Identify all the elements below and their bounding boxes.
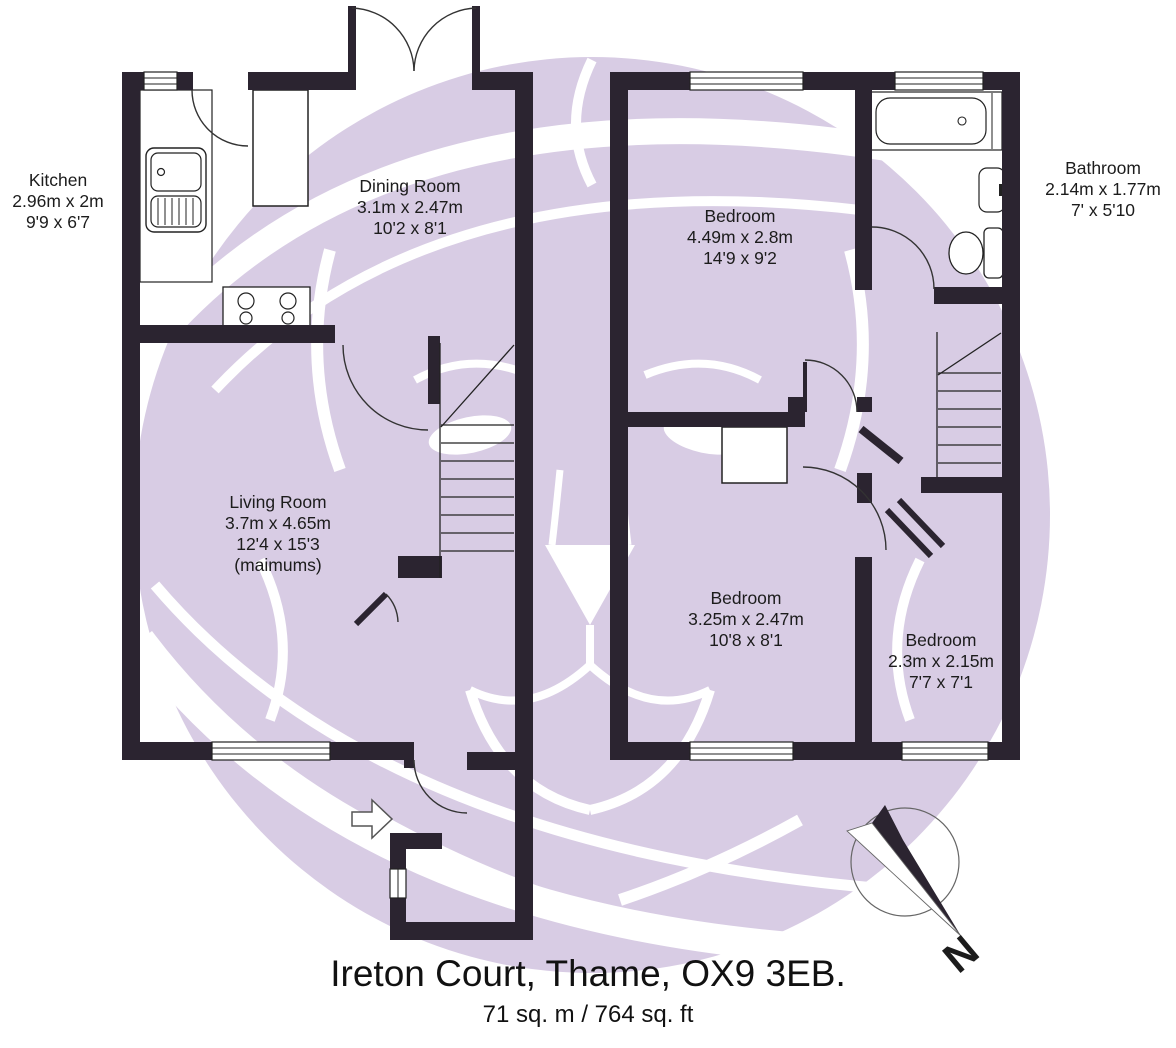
room-dim-metric: 3.1m x 2.47m <box>356 197 464 217</box>
bedroom-front-window <box>689 71 804 91</box>
room-label-bedroom-1: Bedroom 4.49m x 2.8m 14'9 x 9'2 <box>660 206 820 269</box>
understairs-door <box>353 591 399 627</box>
entrance-arrow-icon <box>351 798 394 840</box>
plan-area: 71 sq. m / 764 sq. ft <box>482 1001 694 1028</box>
bathroom-door <box>871 226 935 290</box>
room-dim-imperial: 7' x 5'10 <box>1070 200 1136 220</box>
plan-address: Ireton Court, Thame, OX9 3EB. <box>330 953 846 994</box>
living-room-window <box>211 741 331 761</box>
room-label-living-room: Living Room 3.7m x 4.65m 12'4 x 15'3 (ma… <box>198 492 358 576</box>
room-dim-metric: 3.7m x 4.65m <box>224 513 332 533</box>
compass-needle-dark <box>872 805 961 936</box>
room-name: Living Room <box>229 492 327 512</box>
front-door <box>413 759 468 814</box>
room-dim-imperial: 9'9 x 6'7 <box>25 212 91 232</box>
french-doors <box>351 7 477 72</box>
bedroom-cupboard <box>721 426 788 484</box>
room-dim-imperial: 12'4 x 15'3 <box>236 534 320 554</box>
bedroom-rear-window-left <box>689 741 794 761</box>
bath <box>867 91 1003 151</box>
bedroom-rear-window-right <box>901 741 989 761</box>
kitchen-hob <box>222 286 311 328</box>
room-name: Bedroom <box>704 206 776 226</box>
compass-needle-light <box>846 822 962 937</box>
bathroom-window <box>894 71 984 91</box>
room-dim-imperial: 7'7 x 7'1 <box>908 672 974 692</box>
ground-floor-plan <box>122 6 533 940</box>
room-name: Kitchen <box>28 170 88 190</box>
room-dim-imperial: 10'2 x 8'1 <box>373 218 447 238</box>
room-dim-metric: 2.14m x 1.77m <box>1045 179 1161 199</box>
ground-floor-walls <box>122 6 533 940</box>
room-dim-imperial: 14'9 x 9'2 <box>703 248 777 268</box>
room-label-dining-room: Dining Room 3.1m x 2.47m 10'2 x 8'1 <box>330 176 490 239</box>
room-dim-imperial: 10'8 x 8'1 <box>709 630 783 650</box>
first-floor-stairs <box>936 332 1002 477</box>
room-dim-metric: 4.49m x 2.8m <box>686 227 794 247</box>
front-bedroom-door <box>803 359 858 413</box>
room-name: Dining Room <box>359 176 461 196</box>
room-note: (maimums) <box>234 555 322 575</box>
room-label-bedroom-2: Bedroom 3.25m x 2.47m 10'8 x 8'1 <box>666 588 826 651</box>
first-floor-walls <box>610 72 1020 760</box>
rear-bedroom-door-swing <box>802 466 887 551</box>
airing-cupboard-door <box>858 425 904 465</box>
room-dim-metric: 2.3m x 2.15m <box>887 651 995 671</box>
wash-basin <box>978 167 1006 213</box>
kitchen-window <box>143 71 178 91</box>
kitchen-back-door <box>191 89 249 147</box>
porch-window <box>389 868 407 899</box>
first-floor-plan <box>610 71 1020 761</box>
kitchen-sink <box>145 147 207 233</box>
living-room-door <box>342 344 429 431</box>
room-dim-metric: 2.96m x 2m <box>12 191 104 211</box>
room-dim-metric: 3.25m x 2.47m <box>688 609 804 629</box>
small-bedroom-door <box>884 497 946 559</box>
hall-cupboard <box>252 89 309 207</box>
room-name: Bedroom <box>710 588 782 608</box>
toilet <box>948 227 1004 279</box>
room-label-kitchen: Kitchen 2.96m x 2m 9'9 x 6'7 <box>0 170 116 233</box>
room-label-bathroom: Bathroom 2.14m x 1.77m 7' x 5'10 <box>1030 158 1176 221</box>
room-name: Bedroom <box>905 630 977 650</box>
ground-floor-stairs <box>439 343 515 578</box>
room-name: Bathroom <box>1065 158 1141 178</box>
room-label-bedroom-3: Bedroom 2.3m x 2.15m 7'7 x 7'1 <box>861 630 1021 693</box>
